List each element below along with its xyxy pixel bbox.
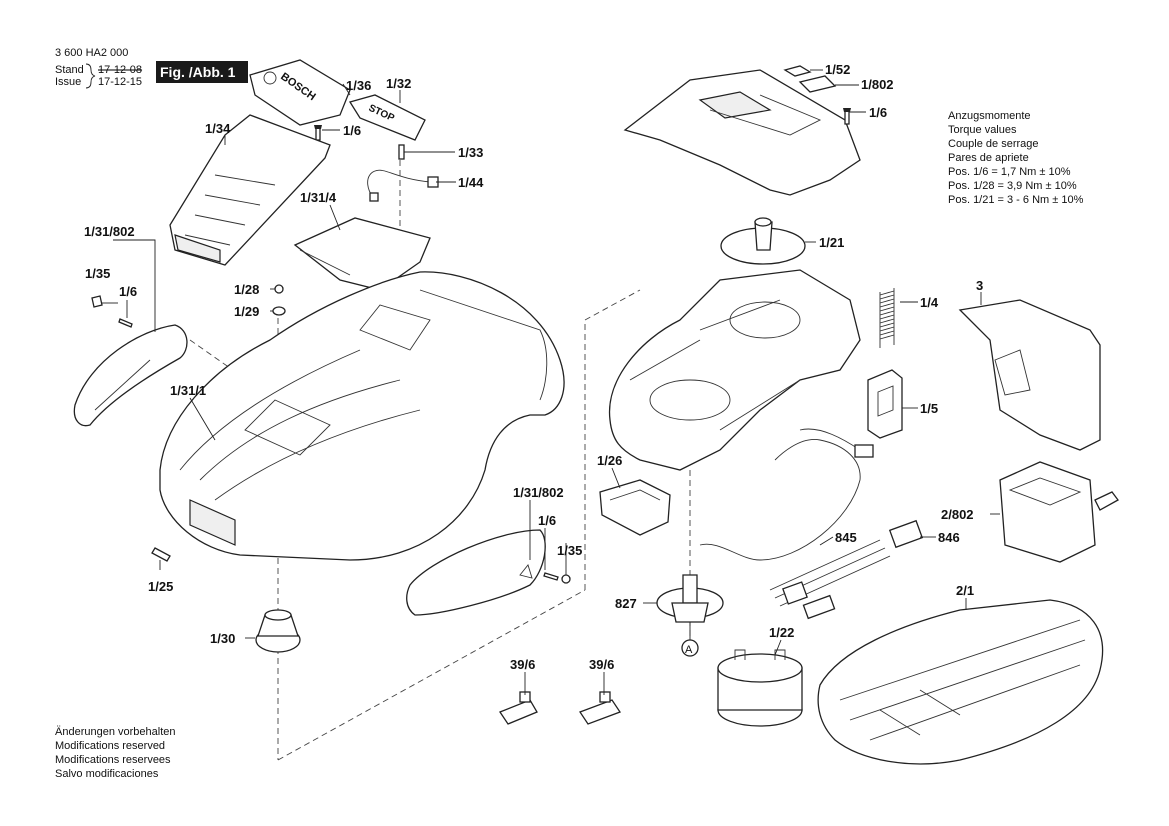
figure-label-box [156, 61, 248, 83]
part-bracket-1-5 [867, 369, 903, 439]
part-top-cover-1-31-4 [293, 217, 431, 291]
callout-1-32: 1/32 [386, 76, 411, 91]
callout-1-31-802-left: 1/31/802 [84, 224, 135, 239]
callout-1-35-right: 1/35 [557, 543, 582, 558]
leader-lines [102, 69, 1000, 695]
callout-846: 846 [938, 530, 960, 545]
callout-1-6-right: 1/6 [538, 513, 556, 528]
callout-39-6-left: 39/6 [510, 657, 535, 672]
part-labels-1-52 [783, 65, 837, 93]
part-bumper-left-1-31-802 [73, 324, 188, 427]
callout-1-34: 1/34 [205, 121, 231, 136]
callout-labels: 1/36 1/32 1/6 1/34 1/33 1/44 1/31/4 1/31… [84, 62, 983, 672]
callout-1-44: 1/44 [458, 175, 484, 190]
callout-1-6-display: 1/6 [869, 105, 887, 120]
part-cup-1-22 [717, 649, 803, 727]
callout-1-6-top: 1/6 [343, 123, 361, 138]
callout-39-6-right: 39/6 [589, 657, 614, 672]
callout-1-31-802-right: 1/31/802 [513, 485, 564, 500]
callout-1-21: 1/21 [819, 235, 844, 250]
part-screw-1-6-right [543, 572, 559, 581]
part-knob-1-21 [720, 217, 806, 265]
torque-line-es: Pares de apriete [948, 152, 1029, 164]
callout-3: 3 [976, 278, 983, 293]
torque-value-1-6: Pos. 1/6 = 1,7 Nm ± 10% [948, 166, 1071, 178]
part-cover-3 [958, 299, 1101, 451]
stand-date: 17-12-08 [98, 64, 142, 76]
part-housing-2-802 [999, 461, 1119, 563]
callout-1-29: 1/29 [234, 304, 259, 319]
part-connector-39-6-right [579, 691, 621, 725]
part-front-panel-1-34 [169, 114, 331, 266]
part-main-housing-1-31-1 [159, 271, 565, 561]
callout-1-36: 1/36 [346, 78, 371, 93]
part-bumper-right-1-31-802 [406, 529, 546, 616]
part-hub-827: A [656, 574, 724, 657]
callout-1-26: 1/26 [597, 453, 622, 468]
doc-number: 3 600 HA2 000 [55, 47, 128, 59]
footer-line-en: Modifications reserved [55, 740, 165, 752]
part-clip-1-35-right [561, 574, 571, 584]
callout-1-6-left: 1/6 [119, 284, 137, 299]
callout-845: 845 [835, 530, 857, 545]
footer-line-de: Änderungen vorbehalten [55, 726, 175, 738]
part-nut-1-28 [274, 284, 284, 294]
callout-1-802: 1/802 [861, 77, 894, 92]
part-cable-1-44 [367, 169, 439, 202]
callout-1-5: 1/5 [920, 401, 938, 416]
callout-827: 827 [615, 596, 637, 611]
part-cable-845 [699, 428, 874, 561]
part-bosch-cover-1-36: BOSCH [249, 59, 351, 126]
part-screw-1-6-top [314, 125, 322, 141]
document-footer: Änderungen vorbehalten Modifications res… [55, 726, 175, 780]
part-clip-1-35-left [91, 295, 103, 308]
part-foot-1-30 [255, 609, 301, 653]
stand-label: Stand [55, 64, 84, 76]
footer-line-es: Salvo modificaciones [55, 768, 159, 780]
footer-line-fr: Modifications reservees [55, 754, 171, 766]
issue-label: Issue [55, 76, 81, 88]
part-harness-846 [769, 519, 924, 620]
callout-1-25: 1/25 [148, 579, 173, 594]
torque-values-block: Anzugsmomente Torque values Couple de se… [948, 110, 1084, 206]
issue-date: 17-12-15 [98, 76, 142, 88]
torque-value-1-28: Pos. 1/28 = 3,9 Nm ± 10% [948, 180, 1077, 192]
part-spring-1-4 [879, 288, 895, 348]
part-display-cover-1-802 [623, 69, 861, 196]
part-stop-button-1-32: STOP [348, 94, 426, 141]
figure-label: Fig. /Abb. 1 [160, 64, 236, 80]
callout-1-28: 1/28 [234, 282, 259, 297]
part-screw-1-6-display [843, 108, 851, 125]
callout-1-31-1: 1/31/1 [170, 383, 206, 398]
callout-1-33: 1/33 [458, 145, 483, 160]
torque-value-1-21: Pos. 1/21 = 3 - 6 Nm ± 10% [948, 194, 1084, 206]
part-base-plate-2-1 [817, 599, 1104, 765]
part-pin-1-33 [398, 144, 405, 160]
callout-1-30: 1/30 [210, 631, 235, 646]
part-washer-1-29 [272, 306, 286, 316]
torque-line-fr: Couple de serrage [948, 138, 1039, 150]
part-block-1-26 [599, 479, 671, 536]
callout-1-52: 1/52 [825, 62, 850, 77]
document-header: 3 600 HA2 000 Stand Issue 17-12-08 17-12… [55, 47, 248, 89]
callout-1-31-4: 1/31/4 [300, 190, 337, 205]
header-brace [85, 63, 96, 89]
torque-line-en: Torque values [948, 124, 1017, 136]
part-screw-1-6-left [118, 318, 133, 328]
callout-A: A [685, 644, 693, 656]
part-chassis [608, 269, 861, 471]
callout-1-4: 1/4 [920, 295, 939, 310]
callout-2-1: 2/1 [956, 583, 974, 598]
callout-1-35-left: 1/35 [85, 266, 110, 281]
callout-1-22: 1/22 [769, 625, 794, 640]
callout-2-802: 2/802 [941, 507, 974, 522]
part-pin-1-25 [151, 547, 171, 562]
part-connector-39-6-left [499, 691, 538, 725]
torque-line-de: Anzugsmomente [948, 110, 1031, 122]
